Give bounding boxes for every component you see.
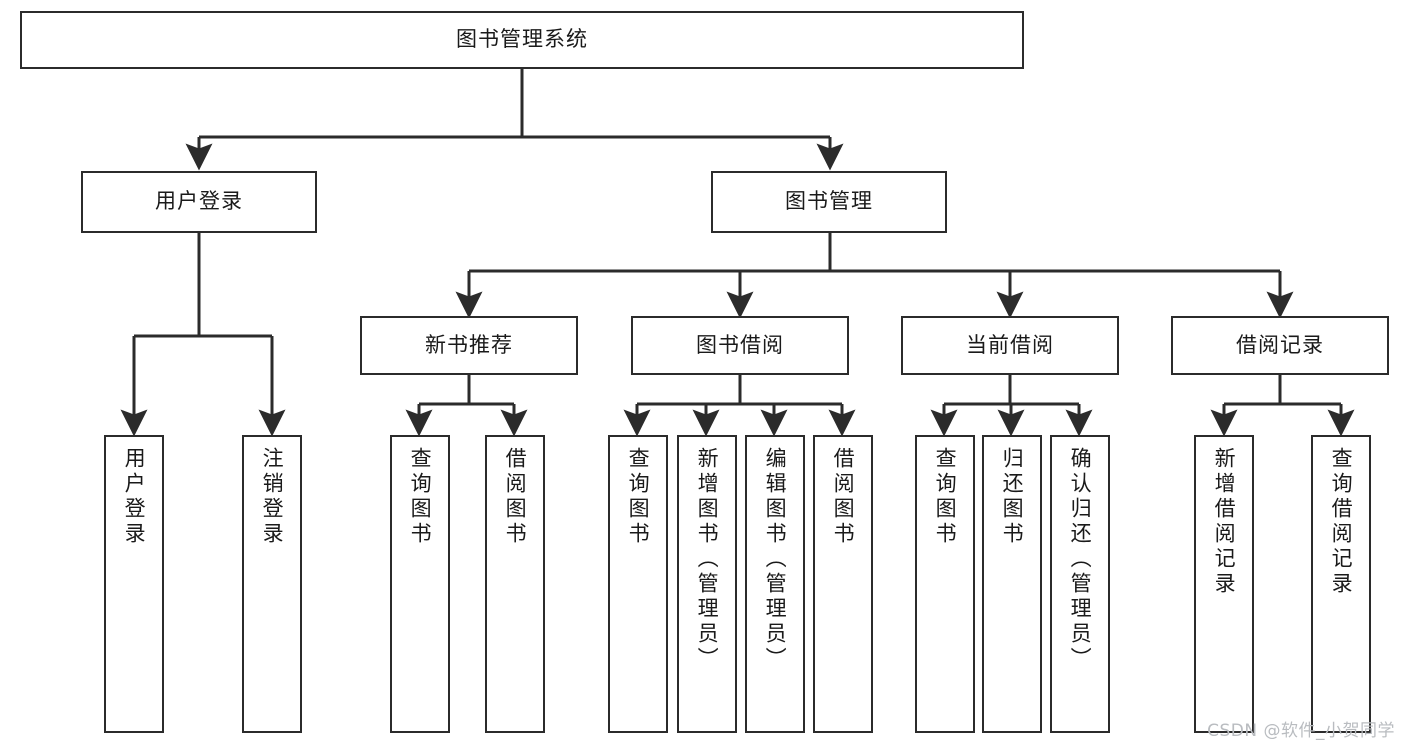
node-root[interactable]: 图书管理系统 bbox=[20, 11, 1024, 69]
node-book-borrow[interactable]: 图书借阅 bbox=[631, 316, 849, 375]
node-query-book-2[interactable]: 查询图书 bbox=[608, 435, 668, 733]
node-confirm-return[interactable]: 确认归还（管理员） bbox=[1050, 435, 1110, 733]
node-edit-book[interactable]: 编辑图书（管理员） bbox=[745, 435, 805, 733]
node-query-borrow-record-label: 查询借阅记录 bbox=[1329, 447, 1354, 597]
node-confirm-return-label: 确认归还（管理员） bbox=[1068, 447, 1093, 672]
node-return-book-label: 归还图书 bbox=[1000, 447, 1025, 547]
watermark-text: CSDN @软件_小贺同学 bbox=[1207, 721, 1395, 741]
node-query-book-1-label: 查询图书 bbox=[408, 447, 433, 547]
node-user-login-do-label: 用户登录 bbox=[122, 447, 147, 547]
node-add-book-label: 新增图书（管理员） bbox=[695, 447, 720, 672]
node-new-book-recommend-label: 新书推荐 bbox=[425, 332, 513, 357]
node-add-book[interactable]: 新增图书（管理员） bbox=[677, 435, 737, 733]
node-current-borrow-label: 当前借阅 bbox=[966, 332, 1054, 357]
node-add-borrow-record[interactable]: 新增借阅记录 bbox=[1194, 435, 1254, 733]
node-new-book-recommend[interactable]: 新书推荐 bbox=[360, 316, 578, 375]
node-query-book-3[interactable]: 查询图书 bbox=[915, 435, 975, 733]
node-return-book[interactable]: 归还图书 bbox=[982, 435, 1042, 733]
node-user-logout[interactable]: 注销登录 bbox=[242, 435, 302, 733]
node-borrow-book-1-label: 借阅图书 bbox=[503, 447, 528, 547]
node-query-borrow-record[interactable]: 查询借阅记录 bbox=[1311, 435, 1371, 733]
node-edit-book-label: 编辑图书（管理员） bbox=[763, 447, 788, 672]
node-book-management[interactable]: 图书管理 bbox=[711, 171, 947, 233]
node-borrow-book-1[interactable]: 借阅图书 bbox=[485, 435, 545, 733]
node-query-book-1[interactable]: 查询图书 bbox=[390, 435, 450, 733]
node-user-login-do[interactable]: 用户登录 bbox=[104, 435, 164, 733]
node-query-book-2-label: 查询图书 bbox=[626, 447, 651, 547]
node-root-label: 图书管理系统 bbox=[456, 27, 588, 52]
node-book-management-label: 图书管理 bbox=[785, 189, 873, 214]
node-borrow-book-2[interactable]: 借阅图书 bbox=[813, 435, 873, 733]
node-user-logout-label: 注销登录 bbox=[260, 447, 285, 547]
node-borrow-book-2-label: 借阅图书 bbox=[831, 447, 856, 547]
node-current-borrow[interactable]: 当前借阅 bbox=[901, 316, 1119, 375]
node-user-login[interactable]: 用户登录 bbox=[81, 171, 317, 233]
node-book-borrow-label: 图书借阅 bbox=[696, 332, 784, 357]
node-borrow-record[interactable]: 借阅记录 bbox=[1171, 316, 1389, 375]
node-add-borrow-record-label: 新增借阅记录 bbox=[1212, 447, 1237, 597]
node-borrow-record-label: 借阅记录 bbox=[1236, 332, 1324, 357]
node-query-book-3-label: 查询图书 bbox=[933, 447, 958, 547]
node-user-login-label: 用户登录 bbox=[155, 189, 243, 214]
